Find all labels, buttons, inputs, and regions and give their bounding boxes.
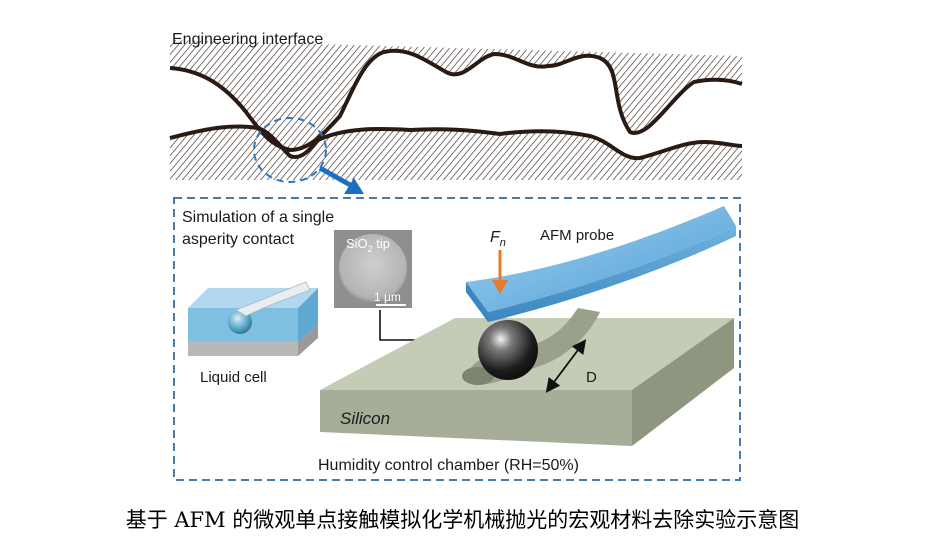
liquid-cell: Liquid cell bbox=[188, 281, 318, 386]
zoom-arrow bbox=[318, 165, 364, 194]
afm-probe: AFM probe bbox=[466, 206, 736, 322]
simulation-title-line1: Simulation of a single bbox=[182, 209, 334, 226]
liquid-cell-label: Liquid cell bbox=[200, 369, 267, 386]
displacement-arrow: D bbox=[545, 339, 597, 393]
asperity-highlight-circle bbox=[253, 117, 327, 183]
chamber-label: Humidity control chamber (RH=50%) bbox=[318, 457, 579, 474]
simulation-title-line2: asperity contact bbox=[182, 231, 295, 248]
afm-probe-label: AFM probe bbox=[540, 227, 614, 244]
sem-scale-bar-label: 1 μm bbox=[374, 290, 401, 304]
lower-surface-profile bbox=[169, 124, 743, 161]
silicon-label: Silicon bbox=[340, 409, 390, 428]
chamber-border bbox=[173, 197, 741, 481]
displacement-label: D bbox=[586, 369, 597, 386]
sio2-tip-ball bbox=[478, 320, 538, 380]
sem-inset: SiO2 tip 1 μm bbox=[334, 230, 456, 347]
engineering-interface: Engineering interface bbox=[169, 31, 743, 194]
sem-tip-label: SiO2 tip bbox=[346, 236, 390, 254]
normal-force-label: Fn bbox=[490, 229, 506, 249]
figure-caption: 基于 AFM 的微观单点接触模拟化学机械抛光的宏观材料去除实验示意图 bbox=[125, 508, 800, 532]
normal-force-arrow: Fn bbox=[490, 229, 508, 294]
